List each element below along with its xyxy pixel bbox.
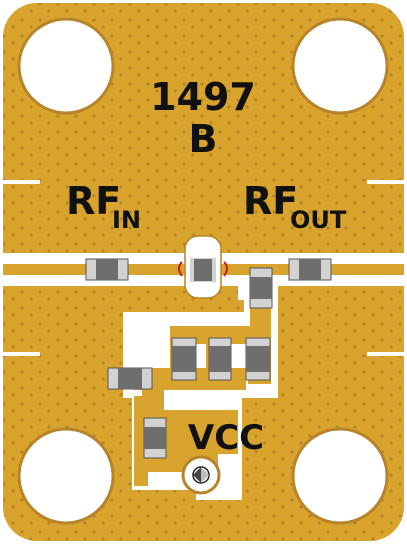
rf-in-subscript: IN: [112, 206, 141, 234]
rf-in-label: RF: [66, 179, 121, 223]
vcc-pad-area: [154, 410, 238, 454]
decoupling-capacitor-2: [208, 337, 232, 381]
amplifier-chip: [178, 258, 228, 282]
mounting-hole-top-right: [291, 17, 389, 115]
decoupling-capacitor-3: [245, 337, 271, 381]
mounting-holes: [17, 17, 389, 525]
mounting-hole-top-left: [17, 17, 115, 115]
vcc-label: VCC: [188, 418, 264, 458]
mounting-hole-bottom-right: [291, 427, 389, 525]
decoupling-capacitor-1: [171, 337, 197, 381]
bias-inductor: [249, 267, 273, 309]
rf-out-label: RF: [243, 179, 298, 223]
output-dc-block-capacitor: [288, 258, 332, 281]
mounting-hole-bottom-left: [17, 427, 115, 525]
smd-components: [85, 258, 332, 459]
part-number: 1497: [150, 75, 256, 119]
vcc-filter-capacitor: [143, 417, 167, 459]
vcc-test-point: [181, 455, 221, 495]
input-dc-block-capacitor: [85, 258, 129, 281]
bias-resistor: [107, 367, 153, 390]
revision-letter: B: [189, 117, 218, 161]
edge-gaps: [3, 180, 404, 356]
rf-out-subscript: OUT: [290, 206, 347, 234]
